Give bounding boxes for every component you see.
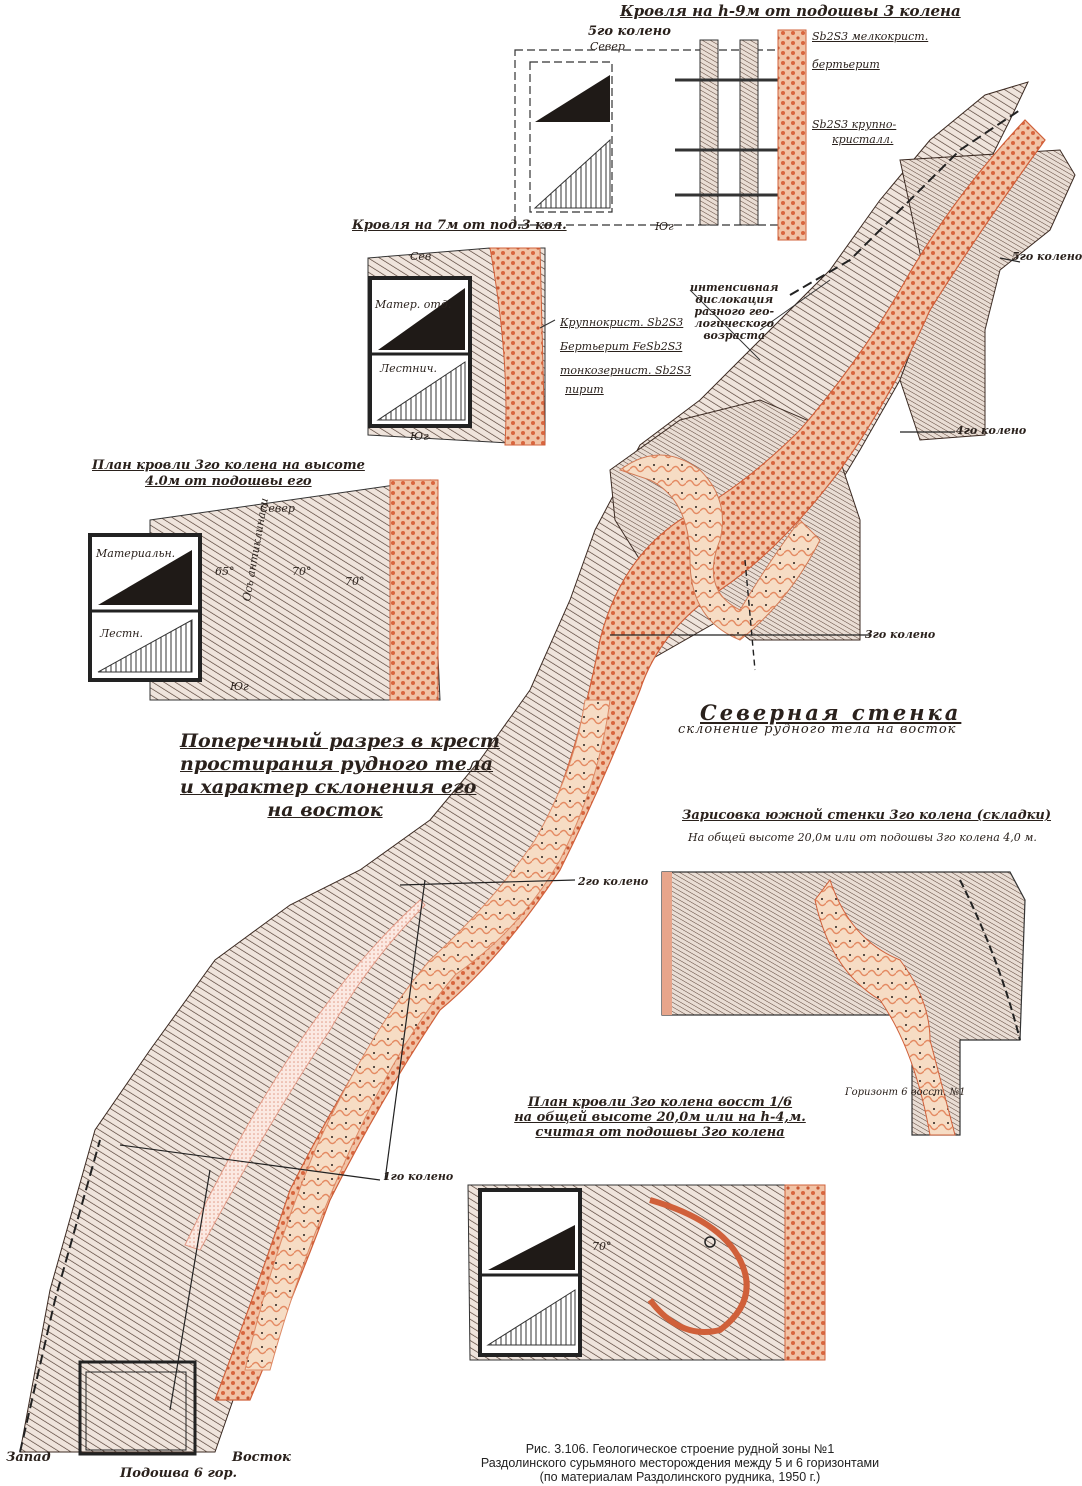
top-legend-item1: Sb2S3 мелкокрист. [812,30,929,43]
dashed-fault-upper [789,109,1021,296]
third-inset-south: Юг [230,680,249,693]
east-inset-triangle [488,1225,575,1270]
second-inset-north: Сев [410,250,432,263]
caption-line3: (по материалам Раздолинского рудника, 19… [539,1470,821,1484]
bottom-label: Подошва 6 гор. [120,1466,238,1481]
south-wall-ore-band [814,878,956,1136]
annotation-line5: возраста [703,329,766,342]
east-plan-inset [467,1184,826,1361]
top-legend-item3: Sb2S3 крупно- [812,118,897,131]
annotation-line2: дислокация [695,293,774,306]
east-inset-hatch-triangle [486,1289,576,1346]
top-inset-triangle [535,75,610,122]
caption-line1: Рис. 3.106. Геологическое строение рудно… [525,1442,835,1456]
annotation-pointers [539,279,831,361]
second-legend-item2: Бертьерит FeSb2S3 [560,340,683,353]
ore-vein-pink-core [184,899,426,1251]
top-inset-south: Юг [655,220,674,233]
south-wall-title: Зарисовка южной стенки 3го колена (склад… [682,808,1052,823]
bottom-stope-frame [78,1360,197,1456]
east-inset-ore-strip [784,1184,826,1361]
third-plan-inset [88,479,441,701]
second-legend-item4: пирит [565,383,604,396]
knee-label-first: 1го колено [383,1170,454,1183]
dislocation-annotation: интенсивная дислокация разного гео- логи… [690,282,779,342]
top-legend-item3b: кристалл. [832,133,894,146]
top-legend-item2: бертьерит [812,58,880,71]
knee-line-2 [399,879,576,886]
vertical-dashed-axis [744,559,756,671]
annotation-line1: интенсивная [690,281,779,294]
cross-section-line2: простирания рудного тела [180,753,494,775]
knee-label-fourth: 4го колено [956,424,1027,437]
angle-label-4: 70° [592,1240,612,1253]
top-inset-hatch-triangle [533,138,611,209]
cross-section-line4: на восток [267,799,383,821]
east-plan-line3: считая от подошвы 3го колена [535,1125,785,1140]
top-inset-ore-strip [777,29,807,241]
figure-caption: Рис. 3.106. Геологическое строение рудно… [370,1442,990,1484]
cross-section-title: Поперечный разрез в крест простирания ру… [180,730,500,822]
second-inset-ladder: Лестнич. [380,362,437,375]
knee-label-fifth-top: 5го колено [588,24,671,39]
third-inset-hatch-triangle [97,619,193,673]
knee-label-third: 3го колено [865,628,936,641]
cross-section-line3: и характер склонения его [180,776,477,798]
angle-label-3: 70° [345,575,365,588]
knee-label-fifth-right: 5го колено [1012,250,1082,263]
top-plan-inset [514,29,807,241]
third-inset-triangle [98,550,192,605]
east-plan-title: План кровли 3го колена восст 1/6 на обще… [510,1095,810,1140]
second-inset-south: Юг [410,430,429,443]
north-wall-title: Северная стенка [700,700,962,725]
east-plan-line2: на общей высоте 20,0м или на h-4,м. [514,1110,806,1125]
fold-upper-pale [618,454,821,641]
annotation-line4: логического [694,317,774,330]
second-inset-triangle [378,288,465,350]
top-inset-north: Север [590,40,625,53]
east-plan-line1: План кровли 3го колена восст 1/6 [527,1095,793,1110]
angle-label-2: 70° [292,565,312,578]
caption-line2: Раздолинского сурьмяного месторождения м… [480,1456,880,1470]
second-section-title: Кровля на 7м от под.3 кол. [352,218,567,233]
second-inset-ore-strip [489,247,546,446]
north-wall-subtitle: склонение рудного тела на восток [678,722,957,737]
south-wall-sketch [661,871,1026,1136]
compass-west: Запад [6,1450,51,1465]
section-box-left-line [384,879,426,1181]
cross-section-line1: Поперечный разрез в крест [180,730,500,752]
third-section-title-line1: План кровли 3го колена на высоте [92,458,365,473]
second-inset-hatch-triangle [376,361,466,421]
third-inset-ladder: Лестн. [100,627,144,640]
angle-label-1: 65° [215,565,235,578]
east-inset-fold [647,1197,750,1335]
second-legend-item3: тонкозернист. Sb2S3 [560,364,692,377]
main-cross-section [19,81,1076,1456]
third-inset-material: Материальн. [96,547,176,560]
knee-label-second: 2го колено [578,875,649,888]
annotation-line3: разного гео- [694,305,775,318]
knee-line-1 [119,1144,381,1181]
section-box-left-line-2 [169,1169,211,1411]
ore-vein-pale-band [244,699,611,1371]
dashed-fault-left [19,1139,101,1453]
south-wall-subtitle: На общей высоте 20,0м или от подошвы 3го… [688,831,1037,844]
horizon-label: Горизонт 6 восст. №1 [845,1087,966,1098]
second-legend-item1: Крупнокрист. Sb2S3 [560,316,684,329]
compass-east: Восток [232,1450,291,1465]
second-inset-material: Матер. отд. [375,298,452,311]
third-section-title-line2: 4.0м от подошвы его [145,474,312,489]
top-section-title: Кровля на h-9м от подошвы 3 колена [620,2,961,20]
third-inset-north: Север [260,502,295,515]
third-inset-ore-strip [389,479,439,701]
ore-vein-main [214,119,1046,1401]
second-plan-inset [367,247,546,446]
knee-line-5 [999,257,1021,263]
